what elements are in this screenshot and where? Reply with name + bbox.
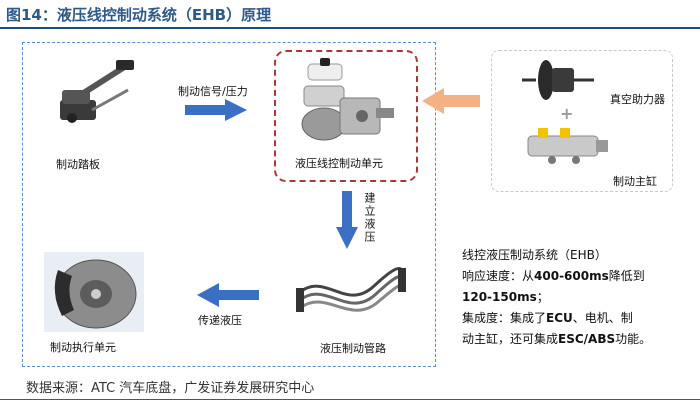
signal-arrow: [185, 99, 247, 121]
executor-label: 制动执行单元: [50, 339, 116, 355]
ehb-unit-label: 液压线控制动单元: [295, 155, 383, 171]
replace-arrow: [422, 88, 480, 114]
figure-title: 图14：液压线控制动系统（EHB）原理: [6, 4, 271, 25]
resp-from: 400-600ms: [534, 269, 609, 283]
build-pressure-arrow: [336, 191, 358, 249]
signal-label: 制动信号/压力: [178, 83, 248, 99]
title-rule: [0, 27, 700, 29]
int-end: 功能。: [615, 332, 651, 346]
ehb-unit-image: [290, 58, 400, 146]
int-mid2: 动主缸，还可集成: [462, 332, 558, 346]
info-response: 响应速度：从400-600ms降低到: [462, 266, 651, 287]
resp-end: ；: [537, 290, 549, 304]
info-heading: 线控液压制动系统（EHB）: [462, 245, 651, 266]
brake-executor-image: [44, 252, 144, 332]
transfer-label: 传递液压: [198, 312, 242, 328]
info-block: 线控液压制动系统（EHB） 响应速度：从400-600ms降低到 120-150…: [462, 245, 651, 350]
info-integration: 集成度：集成了ECU、电机、制: [462, 308, 651, 329]
vacuum-booster-label: 真空助力器: [610, 91, 665, 107]
int-mid1: 、电机、制: [573, 311, 633, 325]
int-ecu: ECU: [546, 311, 573, 325]
pedal-label: 制动踏板: [56, 156, 100, 172]
pipeline-label: 液压制动管路: [320, 340, 386, 356]
master-cylinder-label: 制动主缸: [613, 173, 657, 189]
vacuum-booster-image: [522, 58, 602, 102]
resp-mid: 降低到: [609, 269, 645, 283]
info-integration-2: 动主缸，还可集成ESC/ABS功能。: [462, 329, 651, 350]
info-response-2: 120-150ms；: [462, 287, 651, 308]
resp-prefix: 响应速度：从: [462, 269, 534, 283]
int-abs: ESC/ABS: [558, 332, 615, 346]
footer-rule: [0, 399, 700, 400]
source-footer: 数据来源：ATC 汽车底盘，广发证券发展研究中心: [26, 377, 314, 396]
resp-to: 120-150ms: [462, 290, 537, 304]
build-pressure-label: 建立液压: [361, 192, 377, 244]
transfer-arrow: [197, 283, 259, 307]
plus-sign: +: [560, 104, 573, 123]
master-cylinder-image: [528, 124, 610, 168]
pipeline-image: [296, 262, 408, 328]
brake-pedal-image: [52, 60, 142, 140]
int-prefix: 集成度：集成了: [462, 311, 546, 325]
